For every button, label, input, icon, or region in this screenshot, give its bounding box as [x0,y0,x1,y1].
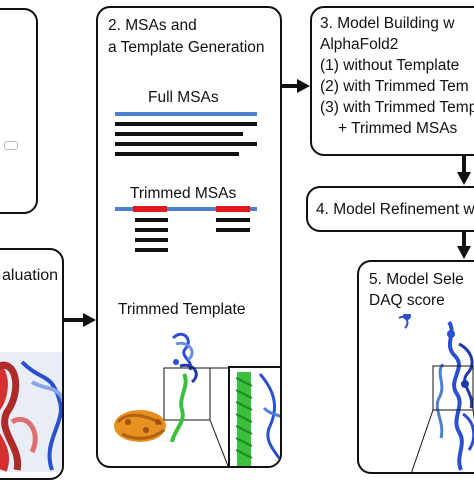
trimmed-msa-row [135,238,168,242]
arrow-to-step3 [281,79,310,93]
full-msa-reference-line [115,112,257,116]
step5-title-line2: DAQ score [369,292,445,309]
arrow-to-step2 [63,313,96,327]
step3-title-line1: 3. Model Building w [320,15,455,32]
trimmed-template-label: Trimmed Template [118,301,246,318]
template-structure-image [114,332,229,466]
full-msa-row [115,152,239,156]
protein-structure-left-image [0,352,62,472]
full-msa-row [115,122,257,126]
arrow-to-step5 [457,232,471,259]
trimmed-msa-row [135,218,168,222]
zoom-inset-box [228,366,280,466]
step3-box: 3. Model Building w AlphaFold2 (1) witho… [310,6,474,156]
step5-box: 5. Model Sele DAQ score [357,260,474,474]
model-structure-image [398,314,474,472]
trimmed-region-1 [133,206,167,212]
step3-option-1: (1) without Template [320,57,460,74]
step3-title-line2: AlphaFold2 [320,36,399,53]
trimmed-msa-row [216,218,250,222]
trimmed-region-2 [216,206,250,212]
trimmed-msa-row [135,228,168,232]
step2-title-line2: a Template Generation [108,39,265,56]
step2-title-line1: 2. MSAs and [108,17,197,34]
step5-title-line1: 5. Model Sele [369,271,464,288]
step3-option-3: (3) with Trimmed Temp [320,99,474,116]
evaluation-box-partial: aluation [0,248,64,480]
full-msa-row [115,132,243,136]
trimmed-msa-row [135,248,168,252]
step4-label: 4. Model Refinement w [316,201,474,218]
stray-mark [4,141,18,150]
evaluation-label: aluation [2,267,59,284]
step4-box: 4. Model Refinement w [306,186,474,232]
arrow-to-step4 [457,156,471,185]
trimmed-msa-row [216,228,250,232]
full-msas-label: Full MSAs [148,89,219,106]
step2-box: 2. MSAs and a Template Generation Full M… [96,6,282,468]
trimmed-msas-label: Trimmed MSAs [130,185,237,202]
step3-option-3-cont: + Trimmed MSAs [338,120,458,137]
trimmed-msa-reference-line [115,207,257,211]
full-msa-row [115,142,257,146]
step3-option-2: (2) with Trimmed Tem [320,78,469,95]
step1-box-partial [0,8,38,214]
